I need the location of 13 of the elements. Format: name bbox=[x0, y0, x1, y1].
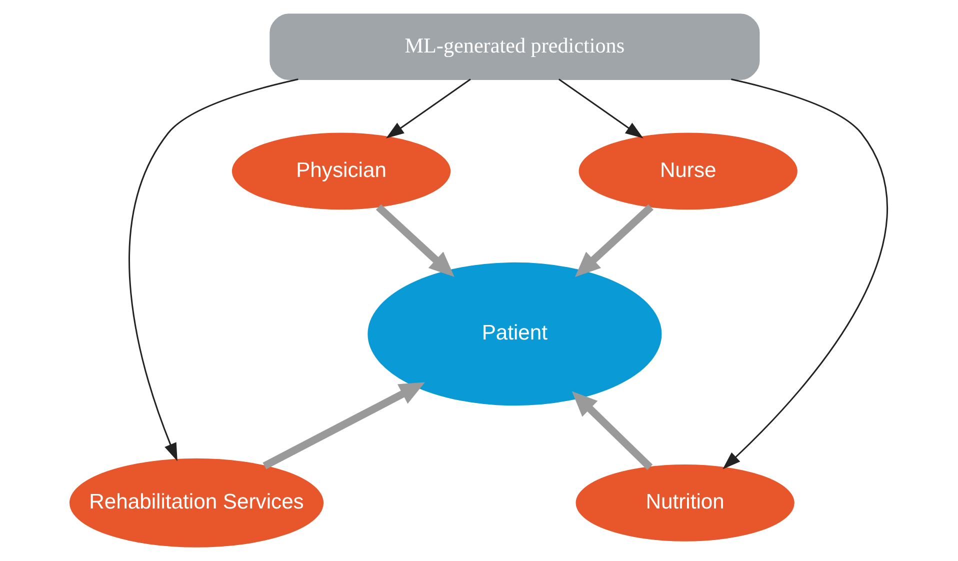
node-ellipse: Nutrition bbox=[576, 464, 794, 542]
node-ellipse: Nurse bbox=[578, 132, 798, 210]
arrow bbox=[128, 78, 298, 462]
arrow bbox=[386, 78, 471, 138]
node-ellipse: Physician bbox=[232, 132, 451, 210]
arrow bbox=[572, 391, 653, 470]
node-box: ML-generated predictions bbox=[270, 14, 760, 80]
node-ellipse: Rehabilitation Services bbox=[69, 458, 324, 548]
arrow bbox=[376, 204, 454, 277]
arrow bbox=[262, 382, 425, 470]
arrow bbox=[574, 204, 654, 277]
arrow bbox=[558, 78, 644, 138]
arrow bbox=[722, 78, 888, 470]
